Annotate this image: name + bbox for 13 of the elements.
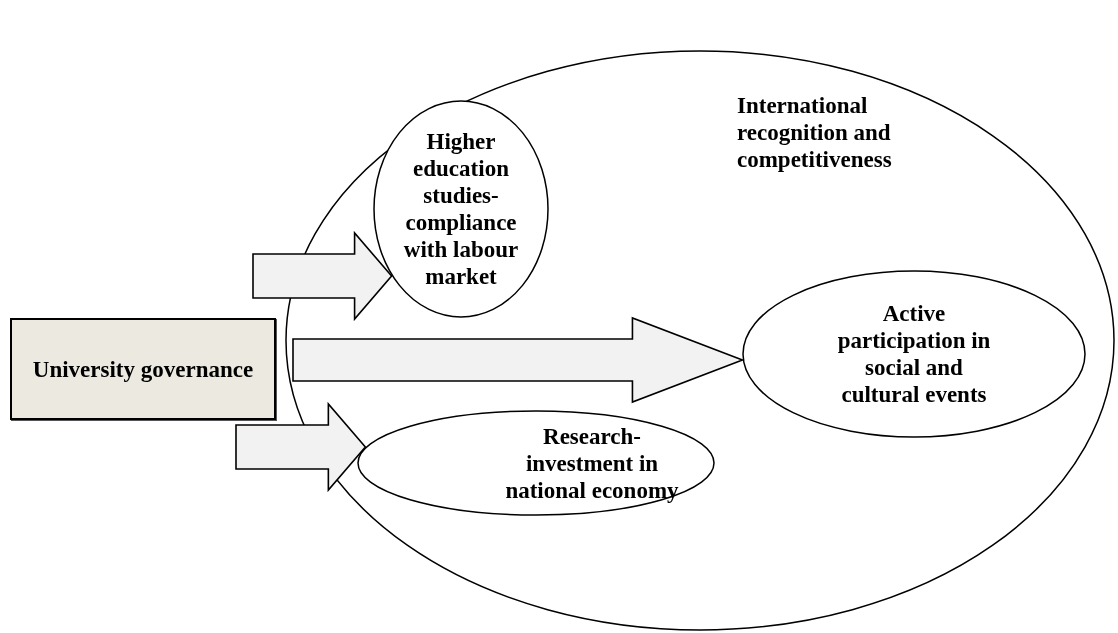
ellipse-node [285,50,1115,631]
ellipse-node [742,270,1086,438]
ellipse-node [357,410,715,516]
ellipse-node [373,100,549,318]
block-arrow [235,401,367,493]
node-label: Higher education studies-compliance with labour market [402,128,520,290]
process-box [10,318,276,420]
node-label: International recognition and competitiveness [737,92,893,173]
node-label: Active participation in social and cultural events [836,300,992,408]
block-arrow [292,316,745,404]
node-label: University governance [31,355,255,383]
block-arrow [252,230,393,322]
node-label: Research-investment in national economy [504,422,680,504]
